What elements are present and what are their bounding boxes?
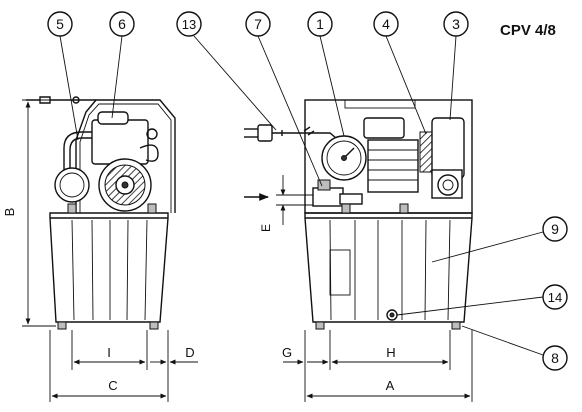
svg-text:G: G xyxy=(282,345,292,360)
svg-text:A: A xyxy=(386,378,395,393)
svg-text:E: E xyxy=(259,224,273,232)
svg-text:C: C xyxy=(108,378,117,393)
svg-text:14: 14 xyxy=(548,290,562,305)
svg-text:3: 3 xyxy=(452,16,460,32)
model-title: CPV 4/8 xyxy=(500,22,556,39)
power-plug xyxy=(257,124,273,142)
dimension-a: A xyxy=(306,330,473,402)
svg-text:9: 9 xyxy=(551,221,559,237)
side-motor-top xyxy=(97,111,129,125)
dimension-d: D xyxy=(150,330,198,402)
svg-text:H: H xyxy=(386,345,395,360)
callout-5: 5 xyxy=(47,11,79,141)
dimension-e: E xyxy=(244,175,313,232)
callout-14: 14 xyxy=(396,284,568,316)
dimension-h: H xyxy=(307,330,451,370)
svg-text:7: 7 xyxy=(254,16,262,32)
valve-block xyxy=(312,187,344,207)
dimension-i: I xyxy=(71,330,148,370)
callout-3: 3 xyxy=(443,11,469,121)
dimension-c: C xyxy=(49,330,167,402)
svg-text:1: 1 xyxy=(316,16,324,32)
svg-text:4: 4 xyxy=(382,16,390,32)
side-view xyxy=(26,96,176,330)
svg-text:8: 8 xyxy=(551,350,559,366)
dimension-b: B xyxy=(2,99,96,327)
right-motor xyxy=(431,117,465,179)
callout-1: 1 xyxy=(307,11,345,137)
svg-text:6: 6 xyxy=(118,16,126,32)
svg-text:I: I xyxy=(107,345,111,360)
svg-text:13: 13 xyxy=(182,17,196,32)
svg-text:D: D xyxy=(185,345,194,360)
callout-9: 9 xyxy=(431,216,568,263)
callout-13: 13 xyxy=(176,11,277,131)
svg-text:B: B xyxy=(2,208,17,217)
callout-7: 7 xyxy=(245,11,323,187)
callout-6: 6 xyxy=(109,11,135,119)
side-tank xyxy=(49,212,169,323)
callout-8: 8 xyxy=(461,325,568,371)
svg-text:5: 5 xyxy=(56,16,64,32)
front-view xyxy=(244,99,473,330)
callout-4: 4 xyxy=(373,11,427,135)
dimension-g: G xyxy=(282,330,306,402)
